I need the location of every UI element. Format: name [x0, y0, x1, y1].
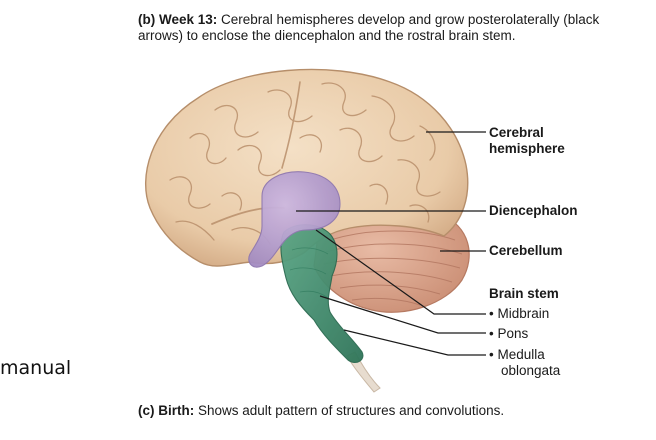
- label-cerebral-hemisphere: Cerebral hemisphere: [489, 125, 565, 157]
- label-cerebral-line2: hemisphere: [489, 141, 565, 157]
- leader-medulla: [344, 330, 486, 355]
- label-midbrain-text: Midbrain: [497, 306, 549, 321]
- label-medulla-line2: oblongata: [489, 363, 560, 379]
- label-medulla-line1: Medulla: [489, 347, 560, 363]
- label-pons-text: Pons: [497, 326, 528, 341]
- caption-birth-text: Shows adult pattern of structures and co…: [194, 403, 504, 418]
- label-medulla-oblongata: Medulla oblongata: [489, 347, 560, 379]
- label-diencephalon: Diencephalon: [489, 203, 578, 219]
- label-pons: Pons: [489, 326, 528, 342]
- label-cerebellum: Cerebellum: [489, 243, 563, 259]
- label-midbrain: Midbrain: [489, 306, 549, 322]
- caption-birth: (c) Birth: Shows adult pattern of struct…: [138, 403, 504, 419]
- label-cerebral-line1: Cerebral: [489, 125, 565, 141]
- label-medulla-line1-text: Medulla: [497, 347, 544, 362]
- label-brain-stem: Brain stem: [489, 286, 559, 302]
- caption-birth-lead: (c) Birth:: [138, 403, 194, 418]
